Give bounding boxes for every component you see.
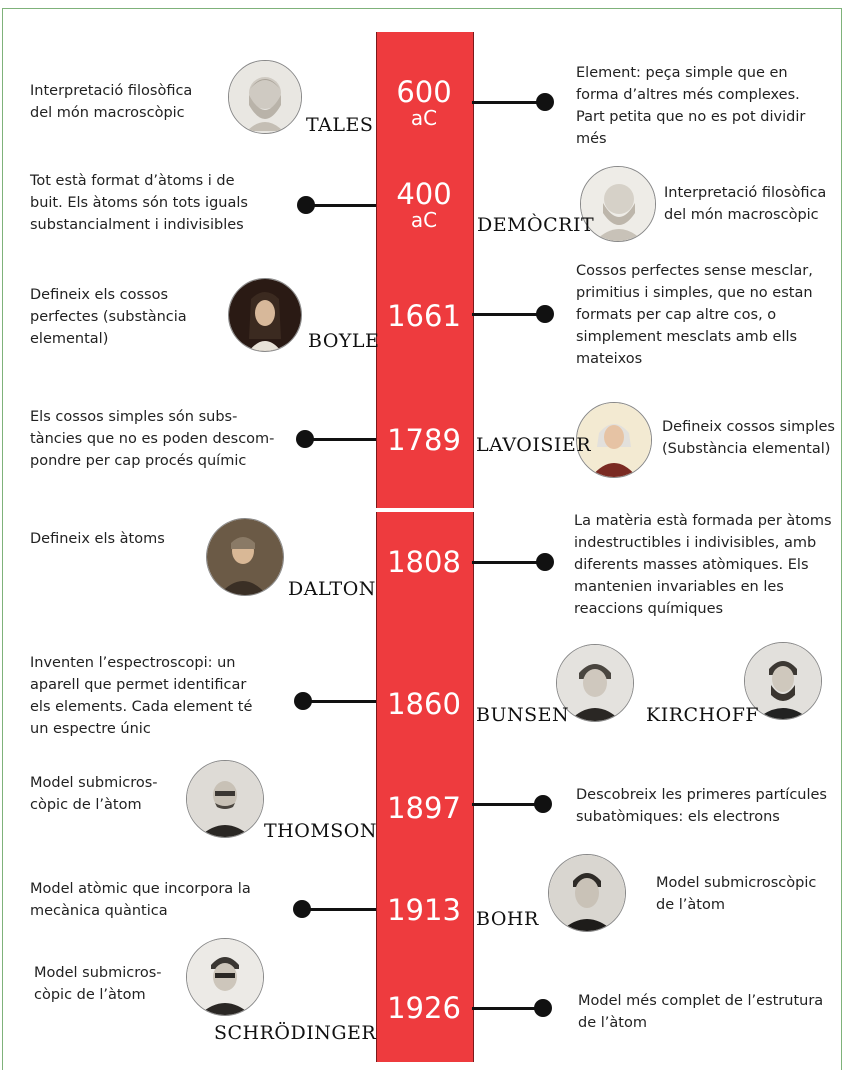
lavoisier-left-connector — [305, 438, 376, 441]
lavoisier-portrait — [576, 402, 652, 478]
schrodinger-portrait — [186, 938, 264, 1016]
thomson-name: THOMSON — [264, 820, 377, 842]
schrodinger-name: SCHRÖDINGER — [214, 1022, 377, 1044]
thomson-right-connector — [472, 803, 542, 806]
democrit-name: DEMÒCRIT — [477, 214, 595, 236]
thomson-right-dot — [534, 795, 552, 813]
dalton-portrait — [206, 518, 284, 596]
tales-portrait — [228, 60, 302, 134]
democrit-left-text: Tot està format d’àtoms i de buit. Els à… — [30, 173, 248, 233]
dalton-left-text: Defineix els àtoms — [30, 531, 165, 547]
tales-right-dot — [536, 93, 554, 111]
tales-right-connector — [472, 101, 544, 104]
year-1789-label: 1789 — [387, 423, 461, 457]
thomson-left-text: Model submicros- còpic de l’àtom — [30, 775, 158, 813]
year-1808-label: 1808 — [387, 545, 461, 579]
bunsen-name: BUNSEN — [476, 704, 570, 726]
tales-left-text: Interpretació filosòfica del món macrosc… — [30, 83, 193, 121]
year-1913-label: 1913 — [387, 893, 461, 927]
schrodinger-right-text: Model més complet de l’estrutura de l’àt… — [578, 993, 824, 1031]
thomson-portrait — [186, 760, 264, 838]
democrit-portrait — [580, 166, 656, 242]
democrit-left-connector — [306, 204, 376, 207]
lavoisier-left-text: Els cossos simples són subs- tàncies que… — [30, 409, 275, 469]
boyle-right-text: Cossos perfectes sense mesclar, primitiu… — [576, 263, 813, 367]
boyle-name: BOYLE — [308, 330, 380, 352]
bohr-left-connector — [302, 908, 376, 911]
bunsen-left-text: Inventen l’espectroscopi: un aparell que… — [30, 655, 253, 737]
bohr-left-text: Model atòmic que incorpora la mecànica q… — [30, 881, 251, 919]
schrodinger-right-connector — [472, 1007, 542, 1010]
boyle-right-dot — [536, 305, 554, 323]
kirchoff-portrait — [744, 642, 822, 720]
boyle-left-text: Defineix els cossos perfectes (substànci… — [30, 287, 187, 347]
page-frame — [2, 8, 842, 1070]
democrit-right-text: Interpretació filosòfica del món macrosc… — [664, 185, 827, 223]
kirchoff-name: KIRCHOFF — [646, 704, 760, 726]
dalton-right-dot — [536, 553, 554, 571]
bohr-right-text: Model submicroscòpic de l’àtom — [656, 875, 817, 913]
year-600-suffix: aC — [410, 106, 438, 130]
boyle-right-connector — [472, 313, 544, 316]
year-1860-label: 1860 — [387, 687, 461, 721]
timeline-bar-divider — [376, 508, 474, 512]
dalton-name: DALTON — [288, 578, 376, 600]
bohr-name: BOHR — [476, 908, 539, 930]
year-1661-label: 1661 — [387, 299, 461, 333]
bunsen-portrait — [556, 644, 634, 722]
dalton-right-connector — [472, 561, 544, 564]
lavoisier-name: LAVOISIER — [476, 434, 592, 456]
year-1926-label: 1926 — [387, 991, 461, 1025]
schrodinger-left-text: Model submicros- còpic de l’àtom — [34, 965, 162, 1003]
tales-name: TALES — [306, 114, 374, 136]
timeline-bar — [376, 32, 474, 1062]
year-1897-label: 1897 — [387, 791, 461, 825]
dalton-right-text: La matèria està formada per àtoms indest… — [574, 513, 832, 617]
lavoisier-right-text: Defineix cossos simples (Substància elem… — [662, 419, 835, 457]
tales-right-text: Element: peça simple que en forma d’altr… — [576, 65, 806, 147]
bunsen-left-connector — [303, 700, 376, 703]
schrodinger-right-dot — [534, 999, 552, 1017]
thomson-right-text: Descobreix les primeres partícules subat… — [576, 787, 827, 825]
bohr-portrait — [548, 854, 626, 932]
year-400-suffix: aC — [410, 208, 438, 232]
boyle-portrait — [228, 278, 302, 352]
